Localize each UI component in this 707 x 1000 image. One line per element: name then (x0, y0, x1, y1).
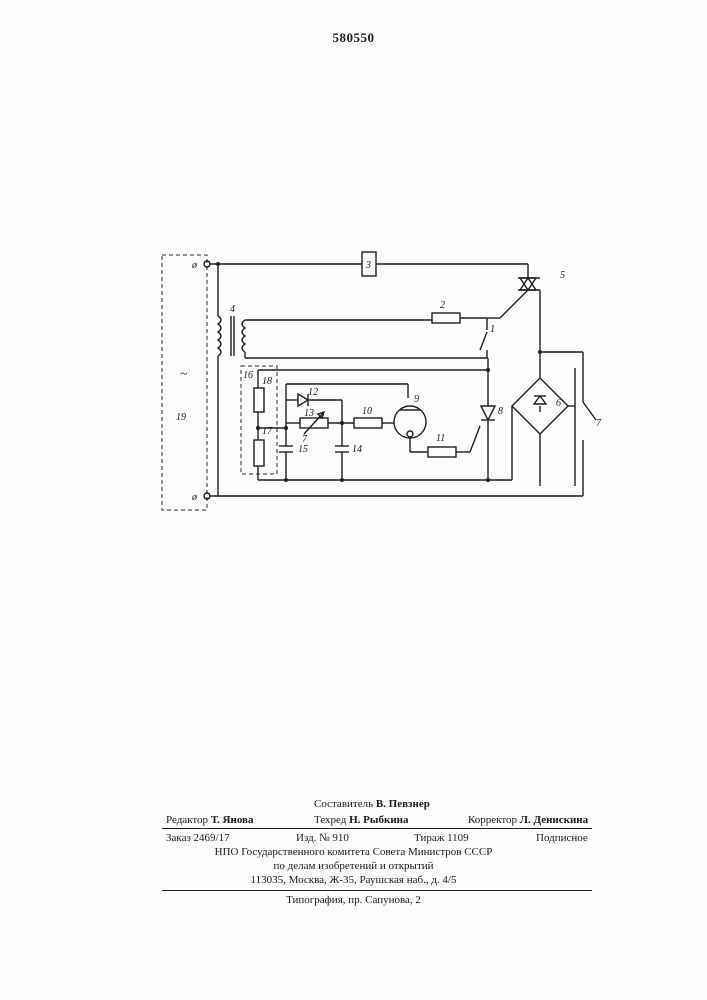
corrector-role: Корректор (468, 814, 517, 826)
label-4: 4 (230, 304, 235, 315)
switch-1 (480, 332, 487, 350)
label-7: 7 (596, 418, 602, 429)
label-14: 14 (352, 444, 362, 455)
org-line-2: по делам изобретений и открытий (0, 860, 707, 872)
compiler-line: Составитель В. Певзнер (314, 798, 430, 810)
address: 113035, Москва, Ж-35, Раушская наб., д. … (0, 874, 707, 886)
ac-symbol: ~ (180, 367, 188, 382)
resistor-11 (428, 447, 456, 457)
label-15: 15 (298, 444, 308, 455)
label-13: 13 (304, 408, 314, 419)
label-11: 11 (436, 433, 445, 444)
label-9: 9 (414, 394, 419, 405)
thyristor-8 (481, 406, 495, 420)
editor-role: Редактор (166, 814, 208, 826)
transformer-primary (218, 316, 221, 356)
switch-7 (583, 402, 596, 420)
corrector-line: Корректор Л. Денискина (468, 814, 588, 826)
label-5: 5 (560, 270, 565, 281)
resistor-18 (254, 388, 264, 412)
resistor-10 (354, 418, 382, 428)
compiler-role: Составитель (314, 798, 373, 810)
techeditor-name: Н. Рыбкина (349, 814, 408, 826)
lamp-9 (394, 406, 426, 438)
editor-line: Редактор Т. Янова (166, 814, 254, 826)
subscription: Подписное (536, 832, 588, 844)
resistor-17 (254, 440, 264, 466)
circulation: Тираж 1109 (414, 832, 469, 844)
triac-5 (520, 278, 536, 290)
diode-12 (298, 394, 308, 406)
label-8: 8 (498, 406, 503, 417)
source-block-19 (162, 255, 207, 510)
corrector-name: Л. Денискина (520, 814, 588, 826)
editor-name: Т. Янова (211, 814, 254, 826)
terminal-top-label: ø (191, 260, 198, 271)
techeditor-role: Техред (314, 814, 346, 826)
compiler-name: В. Певзнер (376, 798, 430, 810)
org-line-1: НПО Государственного комитета Совета Мин… (0, 846, 707, 858)
label-6: 6 (556, 398, 561, 409)
techeditor-line: Техред Н. Рыбкина (314, 814, 409, 826)
label-1: 1 (490, 324, 495, 335)
label-17: 17 (262, 426, 273, 437)
divider-bottom (162, 890, 592, 891)
printer: Типография, пр. Сапунова, 2 (0, 894, 707, 906)
order-number: Заказ 2469/17 (166, 832, 230, 844)
label-19: 19 (176, 412, 186, 423)
issue-number: Изд. № 910 (296, 832, 349, 844)
label-18: 18 (262, 376, 272, 387)
label-10: 10 (362, 406, 372, 417)
transformer-secondary (242, 320, 245, 352)
resistor-2 (432, 313, 460, 323)
label-16: 16 (243, 370, 253, 381)
label-12: 12 (308, 387, 318, 398)
label-2: 2 (440, 300, 445, 311)
divider-top (162, 828, 592, 829)
label-3: 3 (365, 260, 371, 271)
terminal-bottom-label: ø (191, 492, 198, 503)
